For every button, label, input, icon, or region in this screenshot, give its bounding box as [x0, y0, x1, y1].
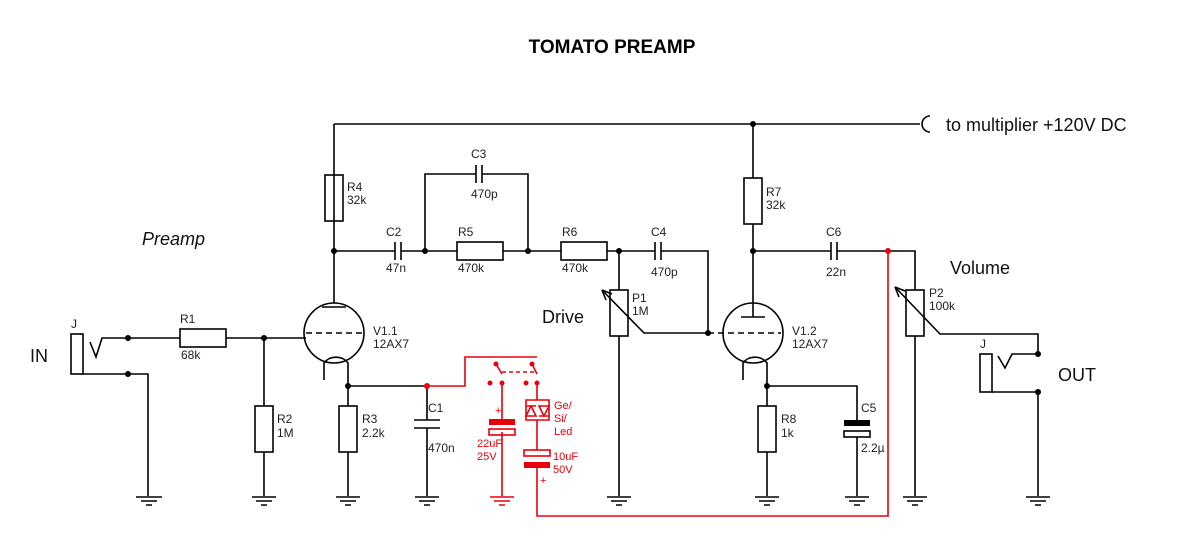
output-label: OUT: [1058, 365, 1096, 385]
capacitor-c6: [830, 242, 838, 260]
output-jack-label: J: [980, 337, 986, 351]
c1-value: 470n: [428, 441, 455, 455]
potentiometer-p1: [601, 251, 708, 506]
c6-value: 22n: [826, 265, 846, 279]
bias-mod-circuit: [424, 248, 891, 517]
r6-name: R6: [562, 225, 578, 239]
r6-value: 470k: [562, 261, 589, 275]
supply-label: to multiplier +120V DC: [946, 115, 1127, 135]
section-label: Preamp: [142, 229, 205, 249]
c5-value: 2.2µ: [861, 441, 885, 455]
tube-v1-1: [303, 124, 365, 386]
input-label: IN: [30, 346, 48, 366]
diode-label-led: Led: [554, 426, 572, 438]
p2-name: P2: [929, 286, 944, 300]
r8-value: 1k: [781, 426, 795, 440]
title: TOMATO PREAMP: [529, 37, 696, 58]
r1-value: 68k: [181, 348, 201, 362]
drive-label: Drive: [542, 307, 584, 327]
cap-a-polarity: +: [495, 405, 501, 417]
capacitor-c4: [654, 242, 662, 260]
r4-value: 32k: [347, 193, 367, 207]
resistor-r5: [456, 241, 504, 261]
v1-1-name: V1.1: [373, 324, 398, 338]
cap-a-voltage: 25V: [477, 451, 497, 463]
p2-value: 100k: [929, 299, 956, 313]
r7-name: R7: [766, 185, 782, 199]
cap-b-value: 10uF: [553, 451, 578, 463]
tube-v1-2: [708, 251, 784, 386]
c4-name: C4: [651, 225, 667, 239]
c4-value: 470p: [651, 265, 678, 279]
input-jack-label: J: [71, 317, 77, 331]
cap-b-voltage: 50V: [553, 464, 573, 476]
c3-name: C3: [471, 147, 487, 161]
r1-name: R1: [180, 312, 196, 326]
resistor-r4: [324, 174, 344, 222]
r8-name: R8: [781, 412, 797, 426]
supply-rail: [334, 115, 931, 133]
volume-label: Volume: [950, 258, 1010, 278]
r3-name: R3: [362, 412, 378, 426]
v1-2-name: V1.2: [792, 324, 817, 338]
resistor-r3: [338, 405, 358, 453]
cap-b-polarity: +: [540, 475, 546, 487]
r5-value: 470k: [458, 261, 485, 275]
resistor-r6: [560, 241, 608, 261]
c6-name: C6: [826, 225, 842, 239]
capacitor-c2: [394, 242, 402, 260]
r4-name: R4: [347, 180, 363, 194]
v1-2-value: 12AX7: [792, 337, 828, 351]
capacitor-c3: [475, 165, 483, 183]
c3-value: 470p: [471, 187, 498, 201]
p1-name: P1: [632, 291, 647, 305]
r5-name: R5: [458, 225, 474, 239]
resistor-r1: [179, 328, 227, 348]
output-jack: [979, 351, 1050, 506]
diode-label-si: Si/: [554, 413, 568, 425]
resistor-r2: [254, 405, 274, 453]
resistor-r7: [743, 177, 763, 225]
c2-value: 47n: [386, 261, 406, 275]
capacitor-c5: [843, 420, 871, 438]
v1-1-value: 12AX7: [373, 337, 409, 351]
c2-name: C2: [386, 225, 402, 239]
r3-value: 2.2k: [362, 426, 386, 440]
capacitor-c1: [414, 419, 440, 429]
cap-a-value: 22uF: [477, 438, 502, 450]
p1-value: 1M: [632, 304, 649, 318]
potentiometer-p2: [894, 286, 1039, 506]
diode-label-ge: Ge/: [554, 400, 573, 412]
resistor-r8: [757, 405, 777, 453]
input-jack: [70, 333, 162, 506]
r2-value: 1M: [277, 426, 294, 440]
c1-name: C1: [428, 401, 444, 415]
r2-name: R2: [277, 412, 293, 426]
r7-value: 32k: [766, 198, 786, 212]
c5-name: C5: [861, 401, 877, 415]
